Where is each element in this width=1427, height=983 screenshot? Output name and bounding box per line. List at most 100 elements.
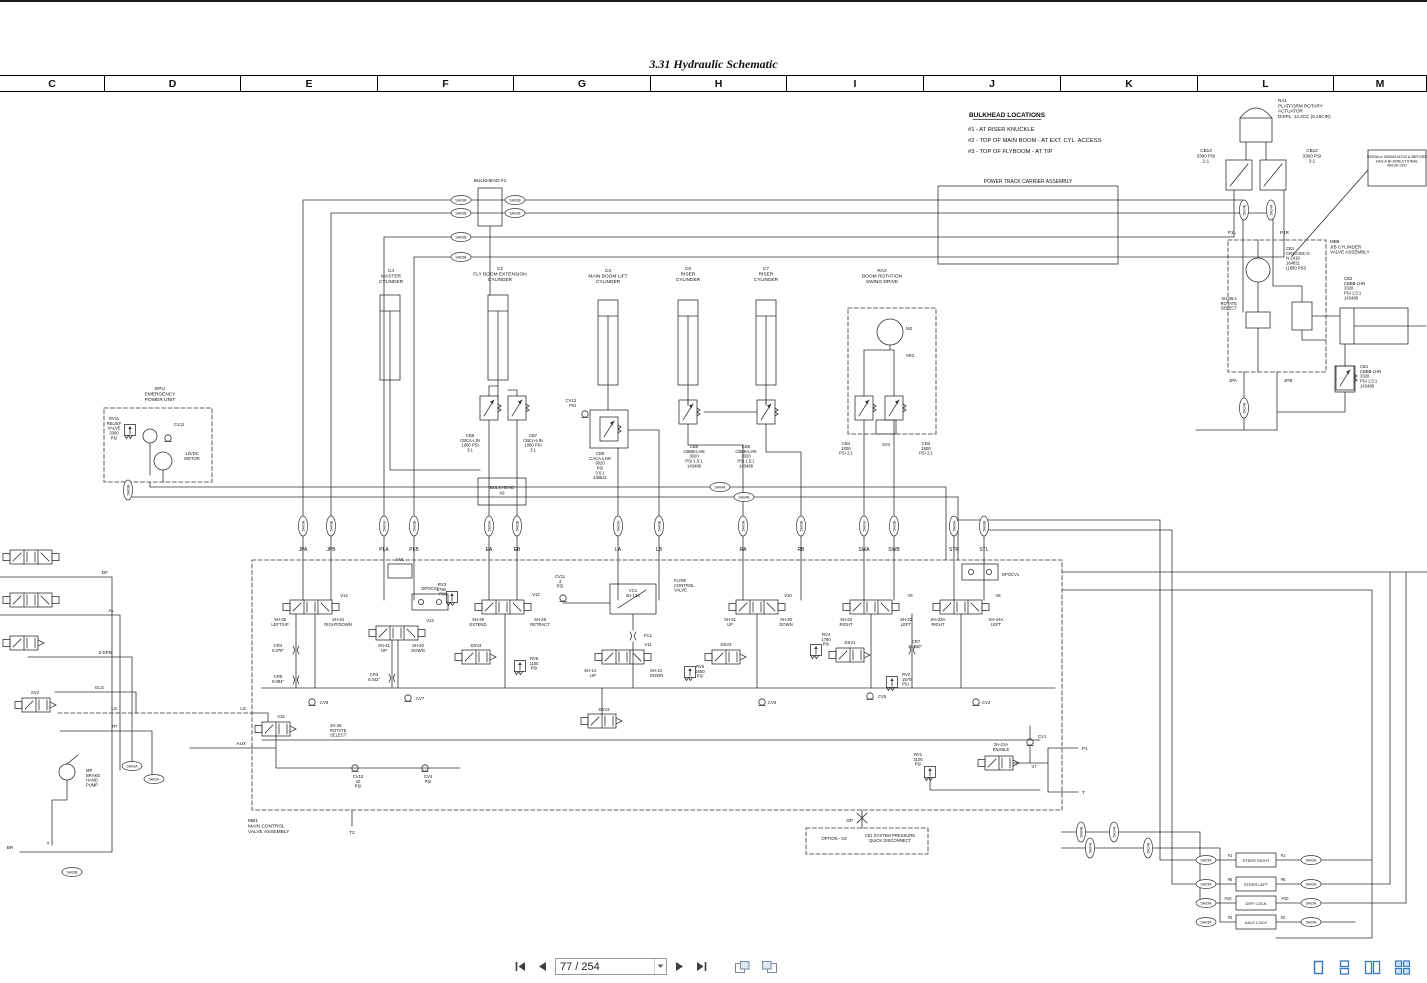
hose-tag: 5A14A (1266, 199, 1276, 221)
hose-tag: 5A14B (1239, 199, 1249, 221)
schematic-label: POWER TRACK CARRIER ASSEMBLY (984, 179, 1073, 185)
svg-text:SA03B: SA03B (509, 211, 521, 215)
hose-tag: 5A03A (1195, 898, 1217, 908)
schematic-label: CV6 (768, 700, 777, 705)
schematic-label: P1L (1228, 230, 1237, 235)
schematic-label: PLA (379, 547, 389, 553)
first-page-icon (515, 962, 525, 971)
hose-tag: 5A04A (1300, 917, 1322, 927)
schematic-label: V14 (340, 593, 348, 598)
next-page-icon (676, 962, 683, 971)
schematic-label: LA (615, 547, 622, 553)
grid-column-label: C (0, 76, 105, 91)
schematic-label: DIFF LOCK (1246, 901, 1267, 906)
grid-column-label: H (651, 76, 787, 91)
page-dropdown-arrow[interactable] (654, 959, 666, 974)
hose-tag: 5A03B (123, 479, 133, 501)
schematic-label: M2 (906, 326, 913, 331)
svg-text:5A04B: 5A04B (1079, 826, 1083, 837)
grid-column-label: F (378, 76, 514, 91)
schematic-label: V10 (784, 593, 792, 598)
previous-view-button[interactable] (732, 959, 753, 975)
last-page-button[interactable] (693, 960, 710, 973)
single-page-view-icon (1313, 960, 1324, 975)
hose-tag: SA03B (504, 208, 526, 218)
hose-tag: SA03A (1195, 917, 1217, 927)
schematic-label: RB (798, 547, 806, 553)
schematic-label: GLS (95, 685, 104, 690)
svg-text:SA03A: SA03A (1200, 920, 1212, 924)
svg-text:SA04A: SA04A (714, 485, 726, 489)
hose-tag: SA04B (733, 492, 755, 502)
schematic-label: DSV2 (721, 642, 733, 647)
schematic-label: SV4 (882, 442, 891, 447)
first-page-button[interactable] (512, 960, 529, 973)
svg-text:5A03A: 5A03A (149, 777, 160, 781)
schematic-label: FC1 (644, 633, 653, 638)
previous-page-button[interactable] (535, 960, 549, 973)
schematic-label: T2 (349, 830, 355, 835)
svg-text:5A03A: 5A03A (616, 520, 620, 531)
hose-tag: 5A03A (143, 774, 165, 784)
schematic-label: V12 (532, 592, 540, 597)
page-number-input[interactable] (556, 960, 654, 973)
previous-page-icon (539, 962, 546, 971)
page-title: 3.31 Hydraulic Schematic (649, 57, 778, 71)
svg-text:5A03A: 5A03A (952, 520, 956, 531)
continuous-view-button[interactable] (1336, 959, 1353, 976)
schematic-label: #5 (1281, 877, 1286, 882)
hose-tag: 5A14A (1109, 821, 1119, 843)
hose-tag: 5A03A (1300, 879, 1322, 889)
continuous-view-icon (1339, 960, 1350, 975)
schematic-label: OPTION - C6 (821, 836, 847, 841)
next-page-button[interactable] (673, 960, 687, 973)
schematic-label: #1 (1228, 853, 1233, 858)
svg-text:5A03A: 5A03A (862, 520, 866, 531)
hose-tag: SA03A (1195, 855, 1217, 865)
svg-text:5A03B: 5A03B (982, 520, 986, 531)
single-page-view-button[interactable] (1310, 959, 1327, 976)
schematic-label: DSV1 (845, 640, 857, 645)
svg-text:5A04A: 5A04A (1088, 842, 1092, 853)
svg-text:5A03B: 5A03B (412, 520, 416, 531)
next-view-button[interactable] (759, 959, 780, 975)
schematic-label: T (1082, 790, 1085, 795)
two-page-view-button[interactable] (1362, 959, 1383, 976)
two-page-view-icon (1364, 960, 1381, 975)
page-view-mode-group (1310, 959, 1413, 976)
hose-tag: 5A03A (859, 515, 869, 537)
schematic-label: V11 (644, 642, 652, 647)
svg-text:SA03B: SA03B (509, 198, 521, 202)
schematic-label: SV1 (396, 557, 405, 562)
two-page-continuous-view-button[interactable] (1392, 959, 1413, 976)
hose-tag: 5A03A (1300, 855, 1322, 865)
svg-text:5A03A: 5A03A (1306, 882, 1317, 886)
svg-text:5A03A: 5A03A (1306, 901, 1317, 905)
